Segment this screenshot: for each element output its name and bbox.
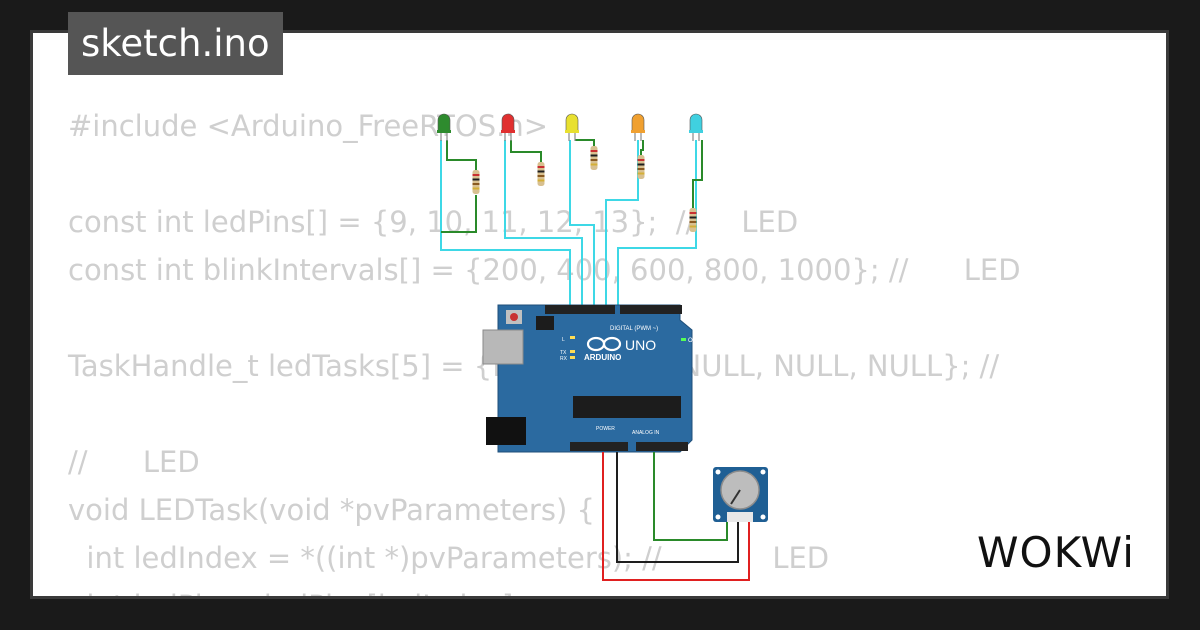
led-green (437, 113, 451, 141)
preview-card: #include <Arduino_FreeRTOS.h> const int … (33, 33, 1166, 596)
l-label: L (562, 337, 565, 343)
code-line: const int blinkIntervals[] = {200, 400, … (68, 253, 1021, 287)
power-label: POWER (596, 426, 615, 432)
power-header (570, 442, 628, 451)
analog-label: ANALOG IN (632, 430, 660, 436)
led-yellow (565, 113, 579, 141)
leds (437, 113, 703, 141)
wokwi-logo: WOKWi (977, 528, 1135, 577)
digital-label: DIGITAL (PWM ~) (610, 326, 658, 332)
potentiometer[interactable] (713, 467, 768, 522)
board-brand: ARDUINO (584, 353, 621, 362)
wokwi-logo-text: WOKWi (977, 528, 1135, 577)
led-cyan (689, 113, 703, 141)
power-wire (602, 452, 750, 581)
arduino-board: ARDUINO UNO DIGITAL (PWM ~) ANALOG IN PO… (482, 304, 697, 453)
code-line: int ledPin = ledPins[ledIndex]; (68, 589, 523, 596)
signal-wires (440, 140, 697, 310)
resistor (537, 162, 545, 186)
led-red (501, 113, 515, 141)
resistors (472, 146, 697, 232)
on-label: ON (688, 338, 697, 344)
led-orange (631, 113, 645, 141)
board-name: UNO (625, 337, 656, 353)
analog-header (636, 442, 688, 451)
resistor (689, 208, 697, 232)
tx-label: TX (560, 350, 567, 356)
code-line: int ledIndex = *((int *)pvParameters); /… (68, 541, 830, 575)
sketch-title: sketch.ino (68, 12, 283, 75)
resistor (637, 155, 645, 179)
arduino-logo-icon (586, 336, 622, 352)
code-line: // LED (68, 445, 200, 479)
resistor (590, 146, 598, 170)
analog-wire (653, 452, 728, 541)
ground-wire (616, 452, 739, 563)
code-line: void LEDTask(void *pvParameters) { (68, 493, 595, 527)
atmega-chip (573, 396, 681, 418)
usb-port (482, 329, 524, 365)
power-jack (486, 417, 526, 445)
resistor-wires (441, 139, 703, 233)
digital-header-right (620, 305, 682, 314)
resistor (472, 170, 480, 194)
code-line: #include <Arduino_FreeRTOS.h> (68, 109, 549, 143)
code-line: const int ledPins[] = {9, 10, 11, 12, 13… (68, 205, 799, 239)
digital-header-left (545, 305, 615, 314)
rx-label: RX (560, 356, 568, 362)
